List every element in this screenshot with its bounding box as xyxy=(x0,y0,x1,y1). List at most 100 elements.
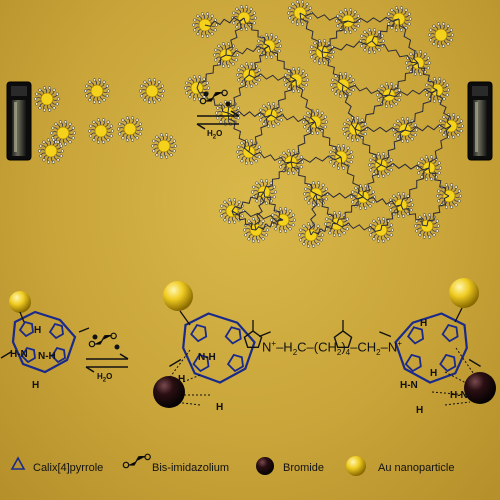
ligand-head xyxy=(306,222,311,226)
ligand-head xyxy=(343,132,347,136)
ligand-head xyxy=(345,217,349,221)
gold-tether xyxy=(19,311,25,323)
ligand-head xyxy=(169,135,173,139)
ligand-head xyxy=(369,223,373,227)
ligand-head xyxy=(336,144,341,148)
ligand-head xyxy=(39,144,43,148)
hydrogen-bond xyxy=(444,401,471,406)
ligand-head xyxy=(299,165,303,169)
ligand-head xyxy=(381,217,386,221)
nh-label: H xyxy=(430,368,438,379)
ligand-head xyxy=(251,217,256,221)
ligand-head xyxy=(196,32,200,36)
network-linker xyxy=(428,125,452,169)
ligand-head xyxy=(215,111,219,115)
ligand-head xyxy=(63,142,68,146)
ligand-head xyxy=(257,49,261,53)
ligand-head xyxy=(143,80,147,84)
ligand-head xyxy=(47,86,52,90)
ligand-head xyxy=(441,22,446,26)
ligand-head xyxy=(351,190,355,194)
ligand-head xyxy=(337,233,342,237)
imidazolium-ring xyxy=(243,330,263,348)
ligand-head xyxy=(390,26,394,30)
particle-core xyxy=(40,92,54,106)
ligand-head xyxy=(409,208,413,212)
network-linker xyxy=(308,193,318,236)
ligand-head xyxy=(302,224,306,228)
network-linker xyxy=(263,161,292,193)
ligand-head xyxy=(308,6,312,10)
ligand-head xyxy=(442,115,446,119)
ligand-head xyxy=(236,106,240,110)
glyph-line xyxy=(128,456,147,465)
ligand-head xyxy=(223,200,227,204)
ligand-head xyxy=(396,137,400,141)
ligand-head xyxy=(264,201,269,205)
ligand-head xyxy=(252,185,256,189)
ligand-head xyxy=(407,22,411,26)
ligand-head xyxy=(369,233,373,237)
ligand-head xyxy=(309,50,313,54)
ligand-head xyxy=(348,30,353,34)
ligand-head xyxy=(105,94,109,98)
pyrrole-unit xyxy=(20,346,36,364)
ligand-head xyxy=(414,224,418,228)
ligand-head xyxy=(457,189,461,193)
ligand-head xyxy=(291,67,296,71)
ligand-head xyxy=(399,28,404,32)
nh-label: H xyxy=(416,405,424,416)
ligand-head xyxy=(320,111,324,115)
ligand-head xyxy=(386,172,390,176)
ligand-head xyxy=(155,135,159,139)
ligand-head xyxy=(305,2,309,6)
ligand-head xyxy=(429,38,433,42)
ligand-head xyxy=(259,108,263,112)
ligand-head xyxy=(291,171,296,175)
ligand-head xyxy=(296,67,301,71)
forward-arrowhead xyxy=(119,353,129,360)
vial-highlight xyxy=(14,102,17,152)
ligand-head xyxy=(173,144,177,148)
ligand-head xyxy=(152,78,157,82)
ligand-head xyxy=(319,238,323,242)
ligand-head xyxy=(244,233,248,237)
network-linker xyxy=(428,167,450,197)
ligand-head xyxy=(259,118,263,122)
ligand-head xyxy=(323,125,327,129)
ligand-head xyxy=(439,119,443,123)
ligand-head xyxy=(304,73,308,77)
ligand-head xyxy=(106,89,110,93)
glyph-ring xyxy=(144,453,151,461)
ligand-head xyxy=(249,84,254,88)
bromide-icon xyxy=(256,457,274,475)
ligand-head xyxy=(346,146,350,150)
ligand-head xyxy=(234,58,238,62)
legend-label-bis-imidazolium: Bis-imidazolium xyxy=(152,462,230,474)
forward-arrowhead xyxy=(230,110,240,117)
ligand-head xyxy=(39,154,43,158)
ligand-head xyxy=(278,207,283,211)
ligand-head xyxy=(216,106,220,110)
ligand-head xyxy=(316,203,321,207)
ligand-head xyxy=(420,175,424,179)
calixpyrrole-gold-ball xyxy=(9,291,31,313)
ligand-head xyxy=(456,133,460,137)
free-nanoparticle xyxy=(50,120,76,146)
gold-tether xyxy=(454,307,463,323)
ligand-head xyxy=(432,99,437,103)
ligand-head xyxy=(235,7,239,11)
ligand-head xyxy=(291,89,296,93)
glyph-line xyxy=(94,335,113,344)
ligand-head xyxy=(324,187,328,191)
ligand-head xyxy=(451,113,456,117)
au-nanoparticle-icon xyxy=(346,456,366,476)
network-linker xyxy=(248,73,297,83)
ligand-head xyxy=(337,211,342,215)
ligand-head xyxy=(426,66,430,70)
ligand-head xyxy=(324,222,328,226)
ligand-head xyxy=(343,8,348,12)
ligand-head xyxy=(56,97,60,101)
ligand-head xyxy=(418,233,422,237)
ligand-head xyxy=(272,185,276,189)
